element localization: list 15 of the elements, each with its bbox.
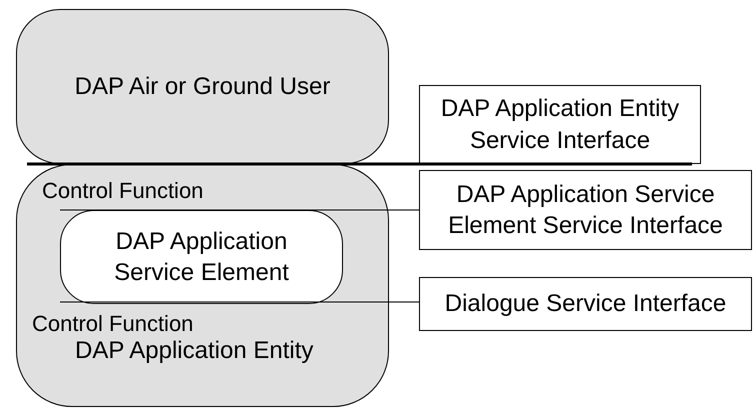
interface-box bbox=[419, 85, 701, 164]
node-label: DAP Air or Ground User bbox=[74, 72, 330, 102]
node-label: DAP Application Service Element Service Interface bbox=[447, 180, 724, 241]
node-label: Dialogue Service Interface bbox=[444, 289, 726, 320]
node-label: DAP Application Service Element bbox=[113, 226, 290, 288]
node-label: DAP Application Entity Service Interface bbox=[440, 94, 680, 156]
rounded-box bbox=[16, 9, 389, 164]
interface-box bbox=[419, 277, 752, 331]
leader-line bbox=[27, 162, 692, 166]
rounded-box bbox=[60, 210, 343, 304]
rounded-box bbox=[16, 164, 389, 407]
function-label: Control Function bbox=[42, 180, 204, 202]
function-label: Control Function bbox=[32, 313, 194, 335]
interface-box bbox=[419, 170, 752, 250]
entity-label: DAP Application Entity bbox=[75, 339, 314, 363]
